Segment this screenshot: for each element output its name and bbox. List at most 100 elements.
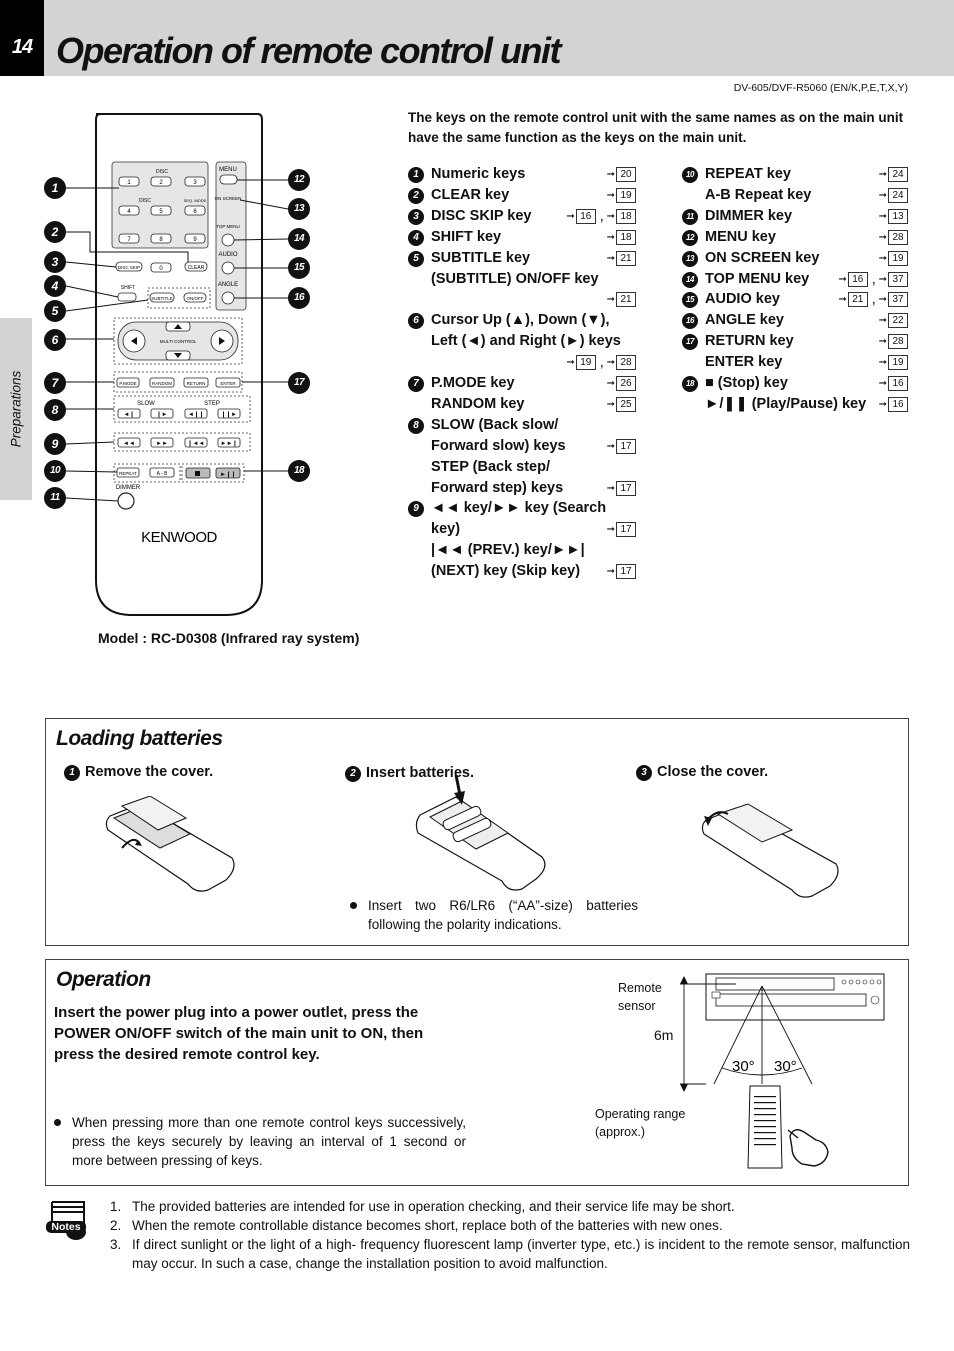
reference-arrow-icon: ➞	[875, 273, 887, 285]
key-number-badge: 4	[408, 229, 424, 246]
page-reference: ➞17	[607, 436, 636, 457]
page-reference: ➞24	[879, 185, 908, 206]
page-ref-box[interactable]: 19	[888, 355, 908, 371]
note-text: If direct sunlight or the light of a hig…	[132, 1237, 910, 1271]
page-reference: ➞16 , ➞18	[566, 206, 636, 227]
page-ref-box[interactable]: 21	[847, 292, 868, 308]
page-ref-box[interactable]: 16	[888, 396, 908, 412]
page-ref-box[interactable]: 24	[888, 187, 908, 203]
page-ref-box[interactable]: 22	[888, 313, 908, 329]
page-ref-box[interactable]: 19	[575, 355, 596, 371]
reference-arrow-icon: ➞	[838, 294, 847, 306]
reference-arrow-icon: ➞	[606, 482, 615, 494]
remote-callout-5: 5	[44, 300, 66, 322]
page-number: 14	[11, 36, 33, 58]
reference-arrow-icon: ➞	[606, 378, 615, 389]
reference-arrow-icon: ➞	[878, 315, 887, 327]
page-ref-box[interactable]: 21	[616, 292, 636, 308]
page-reference: ➞25	[607, 394, 636, 415]
page-reference: ➞18	[607, 227, 636, 248]
page-ref-box[interactable]: 17	[616, 480, 636, 496]
note-text: The provided batteries are intended for …	[132, 1199, 735, 1214]
remote-callout-12: 12	[288, 169, 310, 191]
page-ref-box[interactable]: 24	[888, 167, 908, 182]
operation-note-text: When pressing more than one remote contr…	[72, 1115, 466, 1168]
step-label: Close the cover.	[657, 764, 769, 780]
page-ref-box[interactable]: 16	[847, 271, 868, 287]
key-name: A-B Repeat key	[705, 186, 812, 203]
reference-arrow-icon: ➞	[878, 378, 887, 389]
svg-text:❙◄◄: ❙◄◄	[188, 440, 205, 447]
page-ref-box[interactable]: 37	[888, 271, 908, 287]
page-ref-box[interactable]: 19	[616, 187, 636, 203]
key-entry-line: ➞19 , ➞28	[408, 352, 638, 373]
page-ref-box[interactable]: 21	[616, 250, 636, 266]
reference-arrow-icon: ➞	[606, 231, 615, 243]
page-number-box	[0, 0, 44, 76]
key-entry-line: A-B Repeat key ➞24	[682, 185, 910, 206]
page-ref-box[interactable]: 28	[888, 334, 908, 350]
distance-label: 6m	[654, 1027, 674, 1043]
remote-callout-14: 14	[288, 228, 310, 250]
page-ref-box[interactable]: 18	[616, 208, 636, 224]
svg-text:❙►: ❙►	[157, 411, 168, 418]
remote-label-slow: SLOW	[137, 401, 155, 407]
page-ref-box[interactable]: 19	[888, 250, 908, 266]
remote-label-menu: MENU	[219, 167, 237, 173]
digit-1: 1	[127, 180, 131, 186]
page-ref-box[interactable]: 18	[616, 229, 636, 245]
operation-title: Operation	[56, 968, 151, 991]
ref-separator: ,	[867, 291, 876, 308]
key-number-badge: 2	[408, 187, 424, 204]
page-ref-box[interactable]: 28	[888, 229, 908, 245]
reference-arrow-icon: ➞	[878, 357, 887, 369]
svg-text:►❙❙: ►❙❙	[220, 471, 236, 478]
page-ref-box[interactable]: 17	[616, 564, 636, 580]
page-ref-box[interactable]: 28	[616, 355, 636, 371]
key-number-badge: 1	[408, 167, 424, 183]
loading-batteries-section	[45, 718, 909, 946]
remote-callout-15: 15	[288, 257, 310, 279]
remote-label-repeat: REPEAT	[119, 471, 137, 476]
page-ref-box[interactable]: 13	[888, 208, 908, 224]
remote-label-multi-control: MULTI CONTROL	[160, 339, 197, 344]
page-ref-box[interactable]: 17	[616, 522, 636, 538]
remote-label-random: RANDOM	[152, 381, 172, 386]
page-ref-box[interactable]: 26	[616, 376, 636, 391]
page-reference: ➞19 , ➞28	[566, 352, 636, 373]
key-name: ANGLE key	[705, 312, 784, 329]
remote-brand: KENWOOD	[141, 529, 217, 546]
header-band	[0, 0, 954, 76]
key-name: |◄◄ (PREV.) key/►►|	[431, 542, 585, 559]
page-ref-box[interactable]: 16	[888, 376, 908, 391]
key-name: MENU key	[705, 228, 776, 245]
page-ref-box[interactable]: 20	[616, 167, 636, 182]
page-ref-box[interactable]: 16	[575, 208, 596, 224]
remote-callout-18: 18	[288, 460, 310, 482]
operating-range-label: Operating range (approx.)	[595, 1107, 686, 1139]
key-name: DIMMER key	[705, 207, 793, 224]
remote-label-step: STEP	[204, 401, 220, 407]
page-reference: ➞20	[607, 164, 636, 185]
page-ref-box[interactable]: 17	[616, 438, 636, 454]
remote-callout-8: 8	[44, 399, 66, 421]
key-name: SUBTITLE key	[431, 249, 531, 266]
key-number-badge: 13	[682, 250, 698, 267]
remote-callout-4: 4	[44, 275, 66, 297]
page-title: Operation of remote control unit	[56, 30, 562, 71]
page-ref-box[interactable]: 25	[616, 396, 636, 412]
reference-arrow-icon: ➞	[603, 210, 615, 222]
key-number-badge: 17	[682, 334, 698, 351]
digit-7: 7	[127, 237, 131, 243]
page-ref-box[interactable]: 37	[888, 292, 908, 308]
reference-arrow-icon: ➞	[878, 210, 887, 222]
remote-label-audio: AUDIO	[218, 252, 237, 258]
operating-range-diagram: 30° 30°	[680, 973, 885, 1169]
key-name: Forward step) keys	[431, 479, 564, 496]
remote-callout-1: 1	[44, 177, 66, 199]
remote-illustration: DISC DISC SEQ. MODE 1 2 3 4 5 6 7 8 9 0 …	[65, 113, 289, 616]
digit-9: 9	[193, 237, 197, 243]
